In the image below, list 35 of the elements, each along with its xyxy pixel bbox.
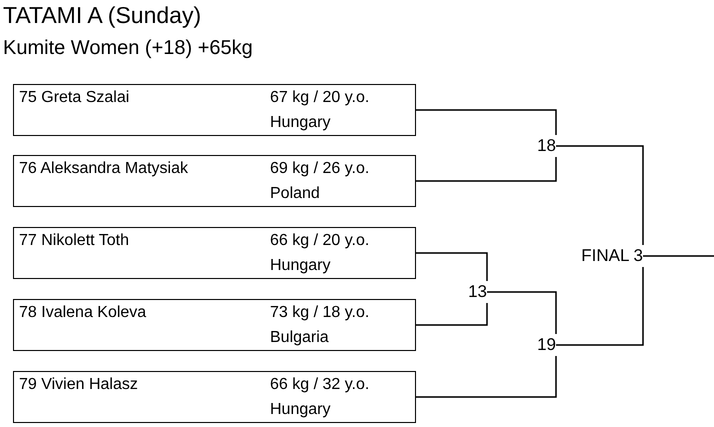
- athlete-name: 76 Aleksandra Matysiak: [19, 159, 188, 179]
- bracket-line: [416, 109, 557, 135]
- match-label: 18: [520, 135, 556, 157]
- bracket-line: [416, 157, 557, 182]
- athlete-name: 75 Greta Szalai: [19, 88, 130, 108]
- country-name: Poland: [270, 184, 320, 204]
- bracket-line: [416, 252, 488, 281]
- bracket-line: [556, 145, 644, 245]
- athlete-box: [13, 227, 416, 279]
- country-name: Hungary: [270, 256, 330, 276]
- bracket-line: [643, 255, 714, 257]
- bracket-line: [556, 267, 644, 346]
- match-label: FINAL 3: [556, 245, 643, 267]
- subtitle: Kumite Women (+18) +65kg: [3, 37, 253, 60]
- bracket-line: [487, 291, 557, 334]
- title: TATAMI A (Sunday): [3, 2, 202, 29]
- weight-age: 67 kg / 20 y.o.: [270, 88, 370, 108]
- athlete-box: [13, 84, 416, 136]
- athlete-box: [13, 155, 416, 207]
- athlete-box: [13, 371, 416, 423]
- athlete-name: 77 Nikolett Toth: [19, 231, 129, 251]
- athlete-name: 79 Vivien Halasz: [19, 375, 138, 395]
- country-name: Hungary: [270, 400, 330, 420]
- weight-age: 66 kg / 32 y.o.: [270, 375, 370, 395]
- athlete-box: [13, 299, 416, 351]
- match-label: 19: [520, 334, 556, 356]
- country-name: Bulgaria: [270, 328, 329, 348]
- bracket-line: [416, 356, 557, 398]
- weight-age: 69 kg / 26 y.o.: [270, 159, 370, 179]
- weight-age: 73 kg / 18 y.o.: [270, 303, 370, 323]
- country-name: Hungary: [270, 113, 330, 133]
- athlete-name: 78 Ivalena Koleva: [19, 303, 146, 323]
- weight-age: 66 kg / 20 y.o.: [270, 231, 370, 251]
- match-label: 13: [451, 281, 487, 303]
- bracket-line: [416, 303, 488, 326]
